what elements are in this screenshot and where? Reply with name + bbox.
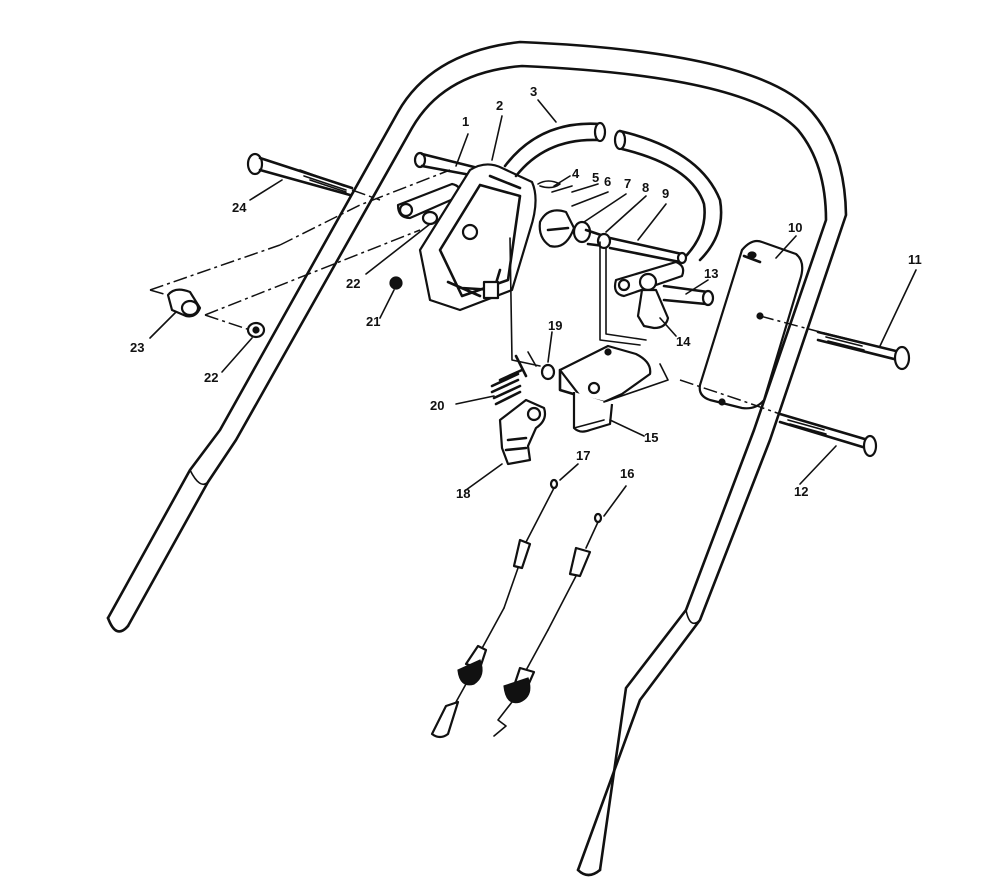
callout-13: 13 xyxy=(704,266,718,281)
callout-24: 24 xyxy=(232,200,247,215)
spring-clip-4 xyxy=(537,180,561,189)
callout-17: 17 xyxy=(576,448,590,463)
callout-14: 14 xyxy=(676,334,691,349)
callout-15: 15 xyxy=(644,430,658,445)
callout-6: 6 xyxy=(604,174,611,189)
callout-19: 19 xyxy=(548,318,562,333)
callout-10: 10 xyxy=(788,220,802,235)
bracket-15 xyxy=(558,344,652,433)
callout-2: 2 xyxy=(496,98,503,113)
nut-21 xyxy=(389,276,403,290)
callout-22-lower: 22 xyxy=(204,370,218,385)
cable-17 xyxy=(430,478,559,739)
guide-lines xyxy=(509,237,669,403)
handle-tube xyxy=(106,40,848,877)
bail-3 xyxy=(503,121,723,262)
cable-16 xyxy=(493,512,603,737)
callout-1: 1 xyxy=(462,114,469,129)
washer-19 xyxy=(540,363,556,381)
bolt-11 xyxy=(816,330,911,371)
callout-22-upper: 22 xyxy=(346,276,360,291)
spring-20 xyxy=(490,351,537,406)
bolt-12 xyxy=(778,412,878,458)
rod-13 xyxy=(662,284,715,307)
trigger-18 xyxy=(498,398,547,466)
bolt-24 xyxy=(246,152,354,197)
nut-22-upper xyxy=(421,210,439,226)
assembly-lines-right xyxy=(679,315,821,415)
callout-18: 18 xyxy=(456,486,470,501)
washer-5 xyxy=(551,185,573,193)
cover-10 xyxy=(698,239,804,410)
callout-8: 8 xyxy=(642,180,649,195)
callout-3: 3 xyxy=(530,84,537,99)
nut-22-lower xyxy=(246,321,266,339)
callout-23: 23 xyxy=(130,340,144,355)
callout-21: 21 xyxy=(366,314,380,329)
control-housing-2 xyxy=(418,163,537,312)
callout-16: 16 xyxy=(620,466,634,481)
pin-8 xyxy=(584,228,612,250)
leader-lines xyxy=(149,99,917,517)
callout-5: 5 xyxy=(592,170,599,185)
shaft-9 xyxy=(608,236,688,265)
callout-20: 20 xyxy=(430,398,444,413)
knob-23 xyxy=(166,288,202,318)
callout-12: 12 xyxy=(794,484,808,499)
spacer-7 xyxy=(572,220,592,244)
callout-7: 7 xyxy=(624,176,631,191)
callout-11: 11 xyxy=(908,252,922,267)
cam-6 xyxy=(538,209,576,248)
callout-labels: 1 2 3 4 5 6 7 8 9 10 11 12 13 14 15 16 1… xyxy=(130,84,922,501)
callout-4: 4 xyxy=(572,166,580,181)
callout-9: 9 xyxy=(662,186,669,201)
